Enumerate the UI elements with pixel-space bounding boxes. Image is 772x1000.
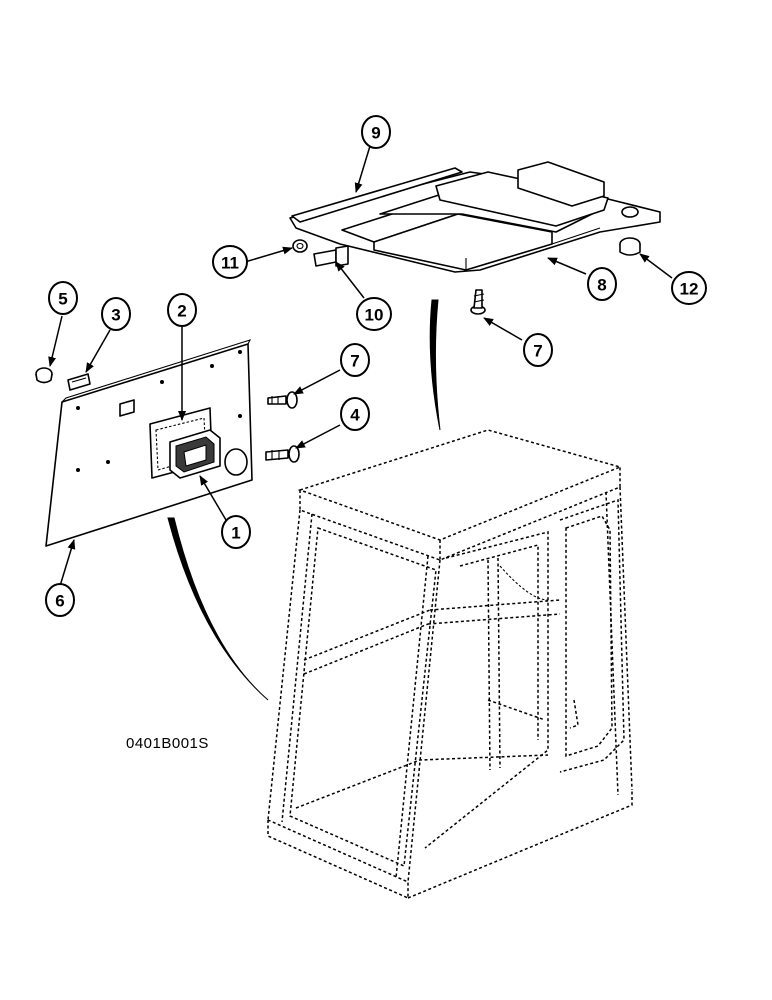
callout-8: 8 [587, 267, 617, 301]
nut-5 [35, 367, 53, 384]
cab-frame [267, 429, 633, 900]
callout-7-top-label: 7 [533, 342, 542, 361]
callout-1: 1 [221, 515, 251, 549]
callout-3: 3 [101, 297, 131, 331]
callout-4: 4 [340, 397, 370, 431]
callout-2: 2 [167, 293, 197, 327]
callout-4-label: 4 [350, 406, 360, 425]
side-panel [45, 339, 253, 547]
screw-7-side [267, 391, 298, 409]
callout-2-label: 2 [177, 302, 186, 321]
callout-9: 9 [361, 115, 391, 149]
callout-6: 6 [45, 583, 75, 617]
callout-6-label: 6 [55, 592, 64, 611]
washer [292, 239, 308, 253]
clip-3 [67, 373, 91, 391]
nut-12 [619, 237, 641, 256]
callout-7-side-label: 7 [350, 352, 359, 371]
callout-9-label: 9 [371, 124, 380, 143]
callout-10-label: 10 [365, 306, 384, 325]
assembly-swoosh [167, 299, 441, 701]
callout-12-label: 12 [680, 280, 699, 299]
leader-lines [48, 145, 673, 587]
figure-code: 0401B001S [126, 735, 209, 752]
callout-11: 11 [212, 245, 248, 279]
callout-5: 5 [48, 281, 78, 315]
callout-8-label: 8 [597, 276, 606, 295]
callout-1-label: 1 [231, 524, 240, 543]
callout-3-label: 3 [111, 306, 120, 325]
bolt-10 [313, 245, 349, 267]
callout-11-label: 11 [221, 254, 239, 273]
screw-7-top [470, 289, 486, 315]
callout-12: 12 [671, 271, 707, 305]
callout-10: 10 [356, 297, 392, 331]
callout-5-label: 5 [58, 290, 67, 309]
rocker-switch [169, 429, 221, 479]
callout-7-side: 7 [340, 343, 370, 377]
roof-panel-assembly [289, 161, 661, 273]
callout-7-top: 7 [523, 333, 553, 367]
screw-4 [265, 445, 300, 463]
